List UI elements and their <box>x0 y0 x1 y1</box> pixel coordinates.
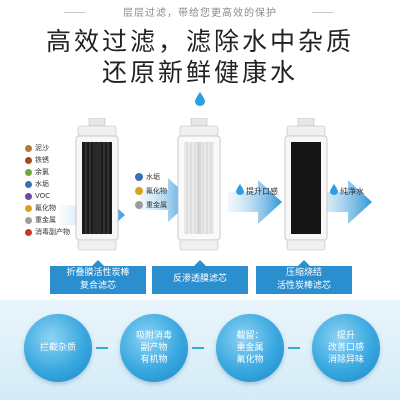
flow-arrow-3 <box>228 180 282 224</box>
contaminant-item: 余氯 <box>25 166 91 178</box>
contaminant-item: 铁锈 <box>25 154 91 166</box>
connector-arrow <box>288 347 300 349</box>
heavy-metal-icon <box>25 216 32 224</box>
stage1-caption: 折叠膜活性炭棒 复合滤芯 <box>50 260 146 294</box>
benefit-circle-4: 提升改善口感消除异味 <box>312 314 380 382</box>
connector-arrow <box>192 347 204 349</box>
voc-icon <box>25 192 32 200</box>
connector-arrow <box>96 347 108 349</box>
scale-icon <box>25 180 32 188</box>
filter-cartridge-1 <box>75 118 119 251</box>
heavy-metal-icon <box>135 201 143 209</box>
benefit-circle-3: 截留：重金属氟化物 <box>216 314 284 382</box>
chlorine-icon <box>25 168 32 176</box>
filter-cartridge-3 <box>284 118 328 251</box>
stage2-caption: 反渗透膜滤芯 <box>152 260 248 294</box>
contaminant-list: 泥沙 铁锈 余氯 水垢 VOC 氟化物 重金属 消毒副产物 <box>25 142 91 238</box>
contaminant-item: 氟化物 <box>25 202 91 214</box>
stage3-caption: 压缩烧结 活性炭棒滤芯 <box>256 260 352 294</box>
rust-icon <box>25 156 32 164</box>
headline-secondary: 还原新鲜健康水 <box>101 58 298 87</box>
tagline-text: 层层过滤，带给您更高效的保护 <box>123 8 277 19</box>
fluoride-icon <box>135 187 143 195</box>
sediment-icon <box>25 144 32 152</box>
benefit-circle-2: 吸附消毒副产物有机物 <box>120 314 188 382</box>
contaminant-item: 泥沙 <box>25 142 91 154</box>
tagline-divider-left <box>64 12 86 13</box>
contaminant-item: 重金属 <box>25 214 91 226</box>
stage2-item: 水垢 <box>135 170 195 184</box>
headline-primary: 高效过滤，滤除水中杂质 <box>45 27 354 56</box>
scale-icon <box>135 173 143 181</box>
output-label: 纯净水 <box>340 187 364 196</box>
water-drop-icon <box>236 184 244 195</box>
contaminant-item: 水垢 <box>25 178 91 190</box>
contaminant-item: 消毒副产物 <box>25 226 91 238</box>
flow-arrow-4 <box>312 180 372 224</box>
byproduct-icon <box>25 228 32 236</box>
stage2-item: 重金属 <box>135 198 195 212</box>
stage2-list: 水垢 氟化物 重金属 <box>135 170 195 212</box>
tagline-divider-right <box>312 12 334 13</box>
filter-cartridge-2 <box>177 118 221 251</box>
fluoride-icon <box>25 204 32 212</box>
contaminant-item: VOC <box>25 190 91 202</box>
tagline-row: 层层过滤，带给您更高效的保护 <box>0 4 400 20</box>
stage3-label: 提升口感 <box>246 187 278 196</box>
benefit-circle-1: 拦截杂质 <box>24 314 92 382</box>
water-drop-icon <box>195 92 205 106</box>
stage2-item: 氟化物 <box>135 184 195 198</box>
water-drop-icon <box>330 184 338 195</box>
